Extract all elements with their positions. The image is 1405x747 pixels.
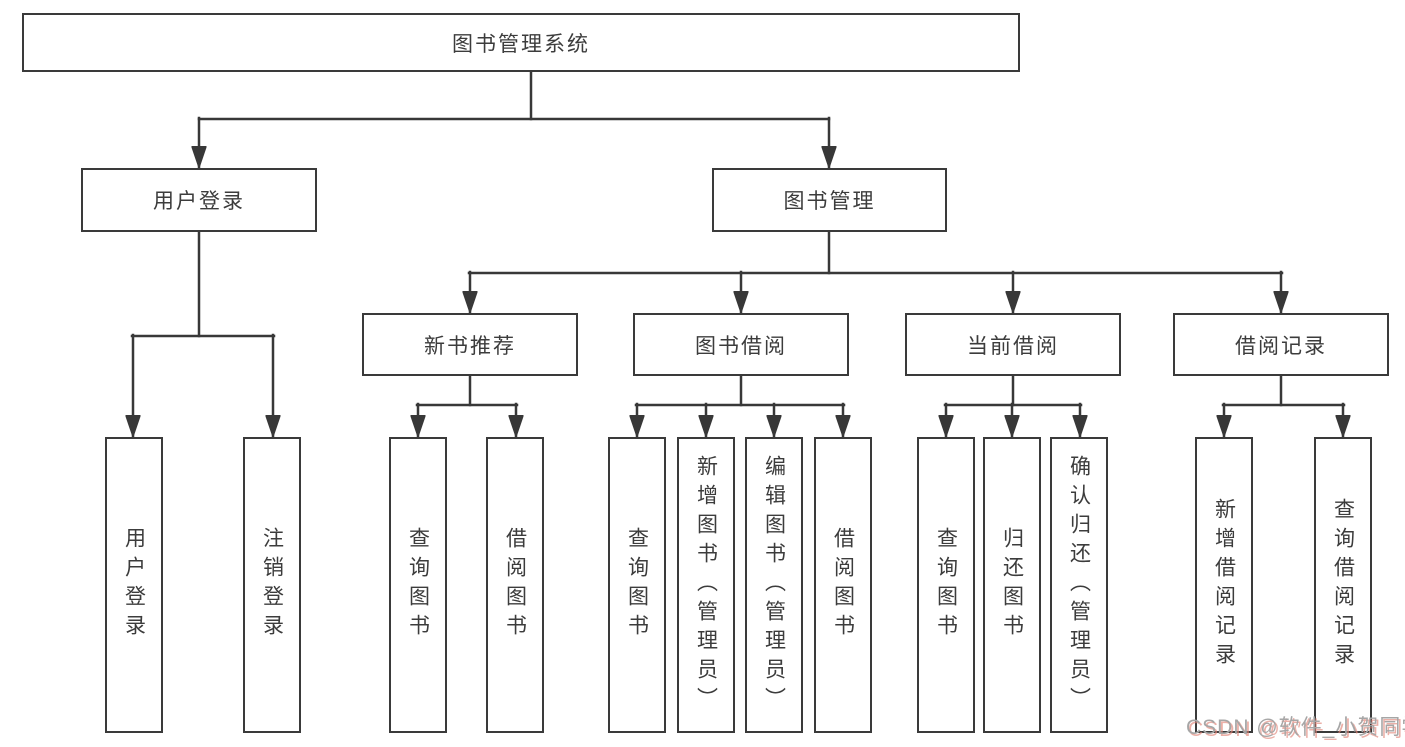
node-user-login: 用户登录 <box>81 168 317 232</box>
leaf-add-borrow-record: 新增借阅记录 <box>1195 437 1253 733</box>
csdn-watermark: CSDN @软件_小贺同学 <box>1186 716 1405 739</box>
node-label: 编辑图书（管理员） <box>762 454 786 716</box>
node-label: 用户登录 <box>153 190 245 213</box>
node-label: 图书管理系统 <box>452 32 590 56</box>
connector-book-borrow-children <box>636 374 844 438</box>
leaf-query-books-current: 查询图书 <box>917 437 975 733</box>
node-label: 图书管理 <box>783 190 876 213</box>
node-book-management: 图书管理 <box>712 168 947 232</box>
leaf-query-books-recommend: 查询图书 <box>389 437 447 733</box>
leaf-add-book-admin: 新增图书（管理员） <box>677 437 735 733</box>
connector-borrow-records-children <box>1223 375 1344 438</box>
leaf-confirm-return-admin: 确认归还（管理员） <box>1050 437 1108 733</box>
leaf-borrow-books-borrow: 借阅图书 <box>814 437 872 733</box>
node-label: 新增图书（管理员） <box>694 454 718 716</box>
node-label: 借阅图书 <box>503 527 527 643</box>
connector-user-login-children <box>132 230 274 438</box>
connector-new-book-children <box>417 374 517 438</box>
node-label: 查询图书 <box>406 527 430 643</box>
node-label: 用户登录 <box>122 527 146 643</box>
leaf-logout: 注销登录 <box>243 437 301 733</box>
leaf-query-borrow-record: 查询借阅记录 <box>1314 437 1372 733</box>
node-label: 确认归还（管理员） <box>1067 454 1091 716</box>
connector-root-to-level2 <box>199 69 829 169</box>
node-book-borrowing: 图书借阅 <box>633 313 849 376</box>
node-label: 查询借阅记录 <box>1331 498 1355 672</box>
leaf-query-books-borrow: 查询图书 <box>608 437 666 733</box>
connector-current-borrow-children <box>945 374 1081 438</box>
node-label: 归还图书 <box>1000 527 1024 643</box>
node-label: 新增借阅记录 <box>1212 498 1236 672</box>
node-root-library-system: 图书管理系统 <box>22 13 1020 72</box>
node-label: 图书借阅 <box>695 334 787 358</box>
leaf-borrow-books-recommend: 借阅图书 <box>486 437 544 733</box>
node-label: 借阅记录 <box>1235 334 1327 358</box>
connector-book-management-children <box>469 230 1282 314</box>
node-new-book-recommend: 新书推荐 <box>362 313 578 376</box>
node-label: 借阅图书 <box>831 527 855 643</box>
node-label: 查询图书 <box>625 527 649 643</box>
leaf-edit-book-admin: 编辑图书（管理员） <box>745 437 803 733</box>
node-label: 当前借阅 <box>967 334 1059 358</box>
node-label: 新书推荐 <box>424 334 516 358</box>
node-borrowing-records: 借阅记录 <box>1173 313 1389 376</box>
node-current-borrowing: 当前借阅 <box>905 313 1121 376</box>
node-label: 注销登录 <box>260 527 284 643</box>
leaf-return-books: 归还图书 <box>983 437 1041 733</box>
leaf-user-login: 用户登录 <box>105 437 163 733</box>
node-label: 查询图书 <box>934 527 958 643</box>
